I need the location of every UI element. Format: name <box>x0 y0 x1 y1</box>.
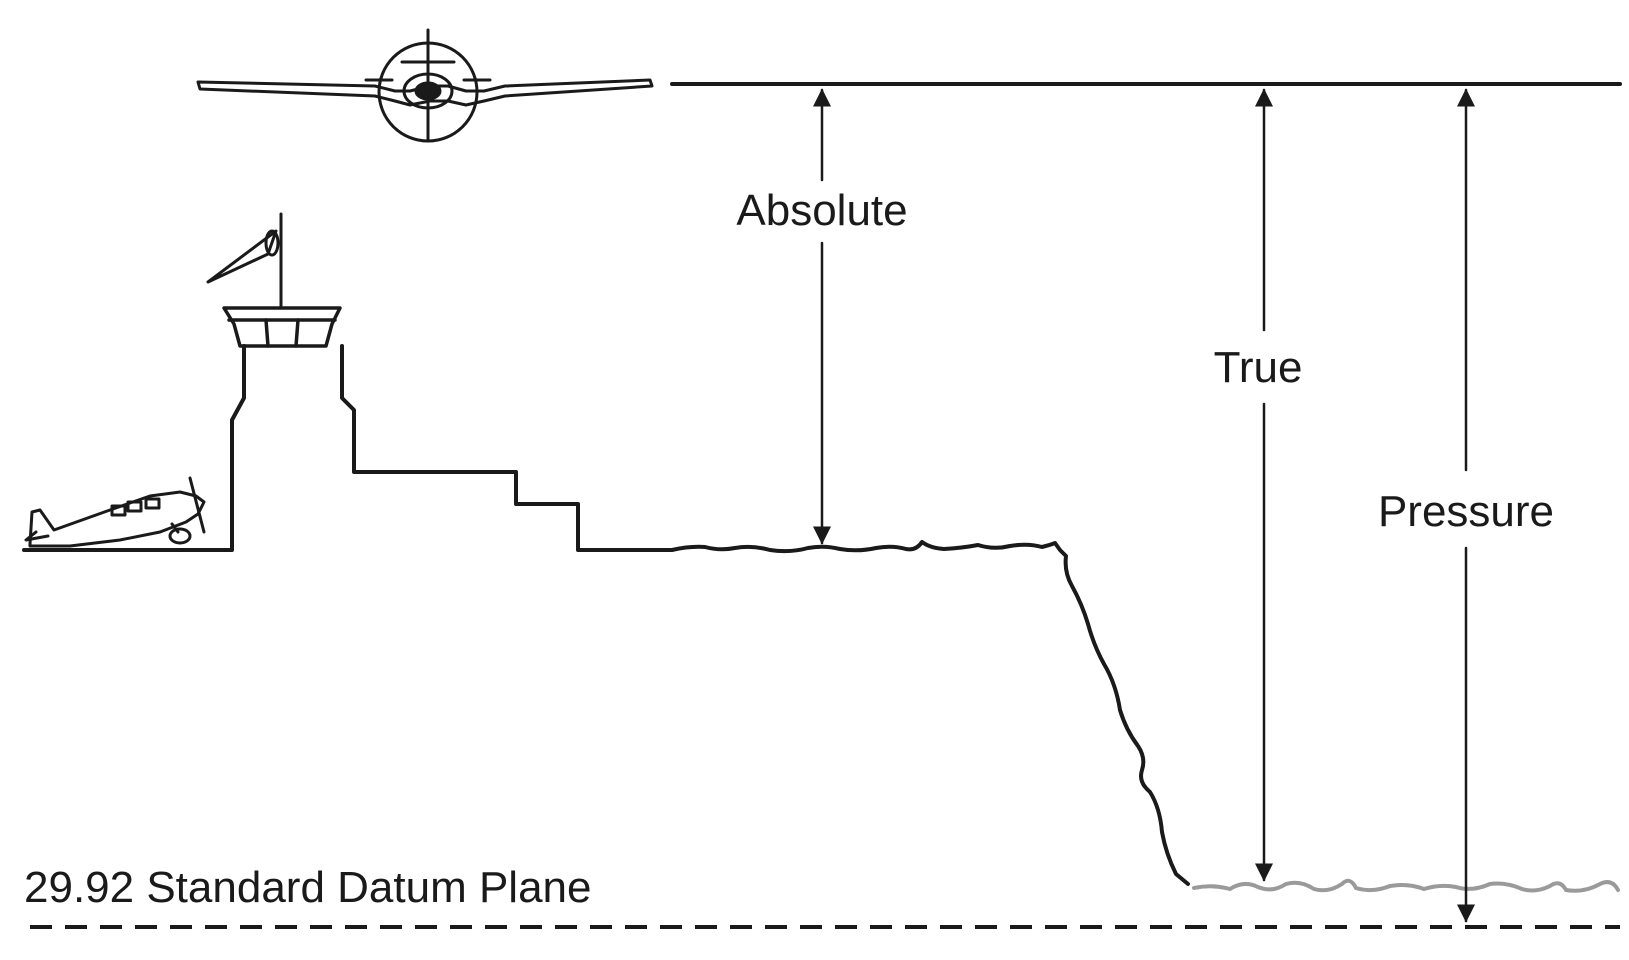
true-label: True <box>1214 343 1303 392</box>
airplane-front-icon <box>196 28 654 143</box>
absolute-label: Absolute <box>736 186 907 235</box>
datum-label: 29.92 Standard Datum Plane <box>24 863 592 912</box>
pressure-label: Pressure <box>1378 487 1554 536</box>
ground-terrain <box>22 344 1190 886</box>
sea-level-line <box>1192 878 1620 893</box>
windsock-icon <box>206 212 283 310</box>
control-tower-icon <box>222 306 342 348</box>
airplane-side-icon <box>24 476 206 548</box>
